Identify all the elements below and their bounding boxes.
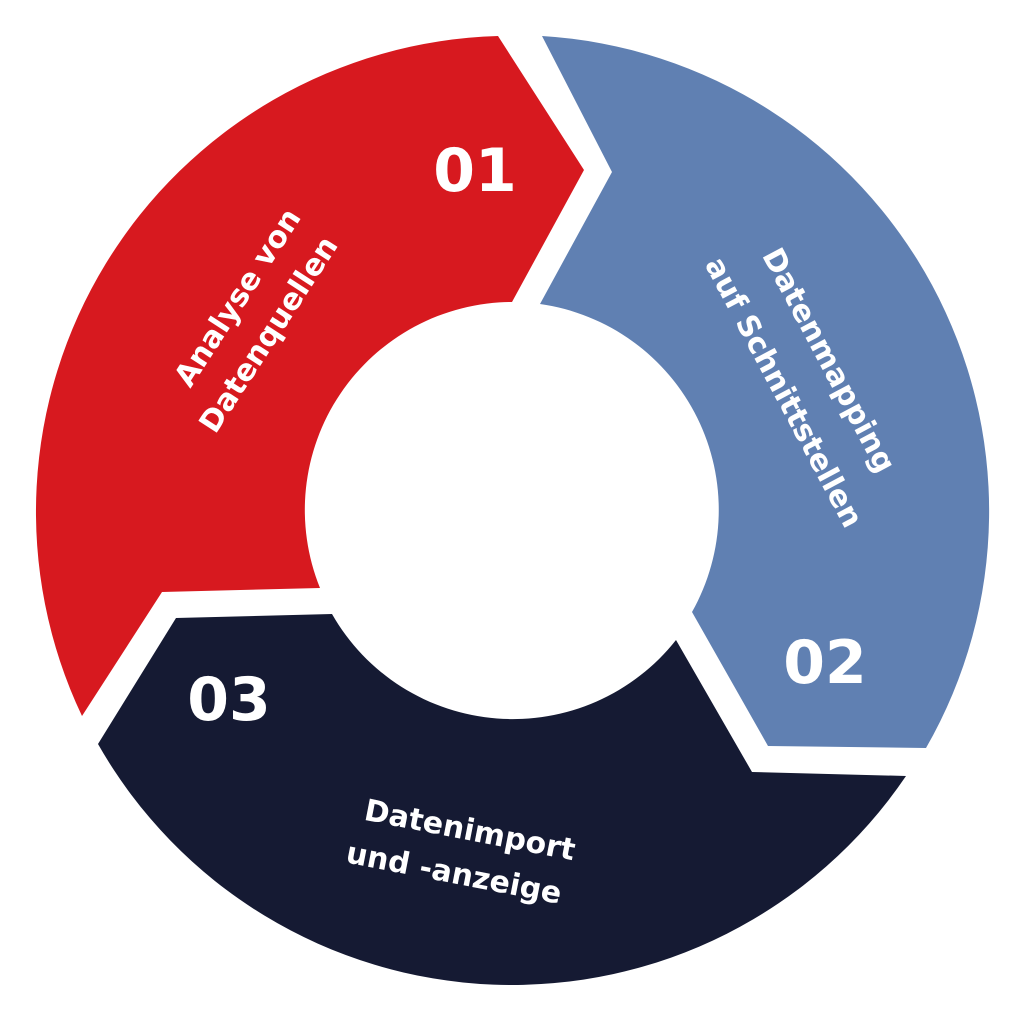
segment-1-arrow [35, 36, 585, 716]
segment-2-arrow [540, 36, 990, 748]
segment-3: 03 Datenimport und -anzeige [98, 614, 906, 985]
segment-2: 02 Datenmapping auf Schnittstellen [540, 36, 990, 748]
segment-3-number: 03 [187, 665, 271, 735]
segment-3-arrow [98, 614, 906, 985]
segment-1: 01 Analyse von Datenquellen [35, 36, 585, 716]
segment-2-number: 02 [783, 628, 867, 698]
segment-1-number: 01 [433, 136, 517, 206]
